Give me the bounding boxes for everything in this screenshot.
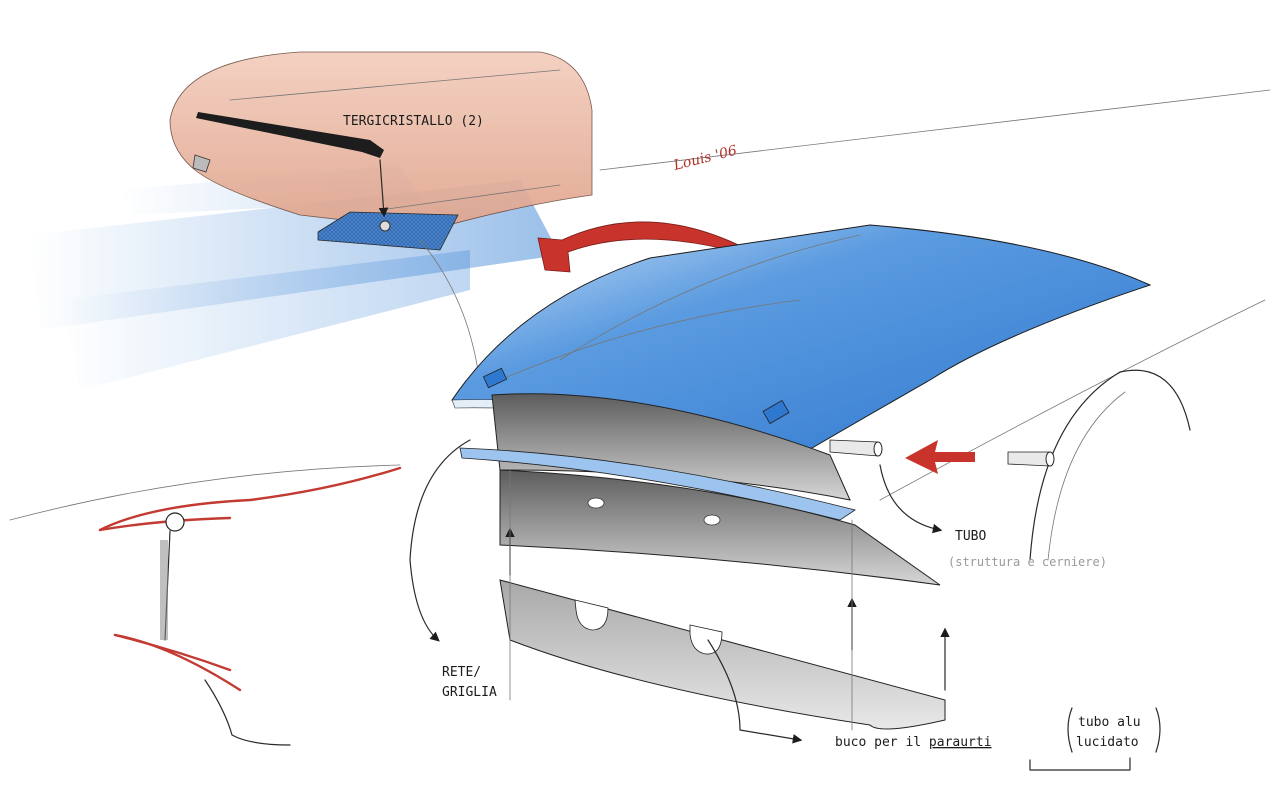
artist-signature: Louis '06 [671,143,739,174]
wiper-arm-icon [192,112,391,232]
alu-bracket-right [1155,707,1161,753]
grille-box [459,393,941,586]
wiper-label: TERGICRISTALLO (2) [343,114,484,129]
bumper-hole-underlined: paraurti [929,735,992,750]
body-contours [9,89,1271,521]
wheel-arch [1029,369,1191,561]
cowl-mesh-panel [317,211,459,251]
alu-bracket-left [1067,707,1073,753]
mesh-label-line2: GRIGLIA [442,685,497,700]
tube-insert-arrow [905,440,975,474]
bumper-hole-prefix: buco per il [835,735,929,750]
tube-note: (struttura e cerniere) [948,555,1107,569]
windshield-shape [169,51,593,231]
lower-bumper-panel [499,579,946,730]
alu-tube-line1: tubo alu [1078,715,1141,730]
hinge-tube-icon [829,439,1055,467]
tube-label: TUBO [955,529,986,544]
mesh-label-line1: RETE/ [442,665,481,680]
cross-section-detail [98,466,402,746]
alu-tube-line2: lucidato [1076,735,1139,750]
bumper-hole-label: buco per il paraurti [835,735,992,750]
leader-lines [409,439,1131,771]
assembly-arrows [505,469,950,731]
